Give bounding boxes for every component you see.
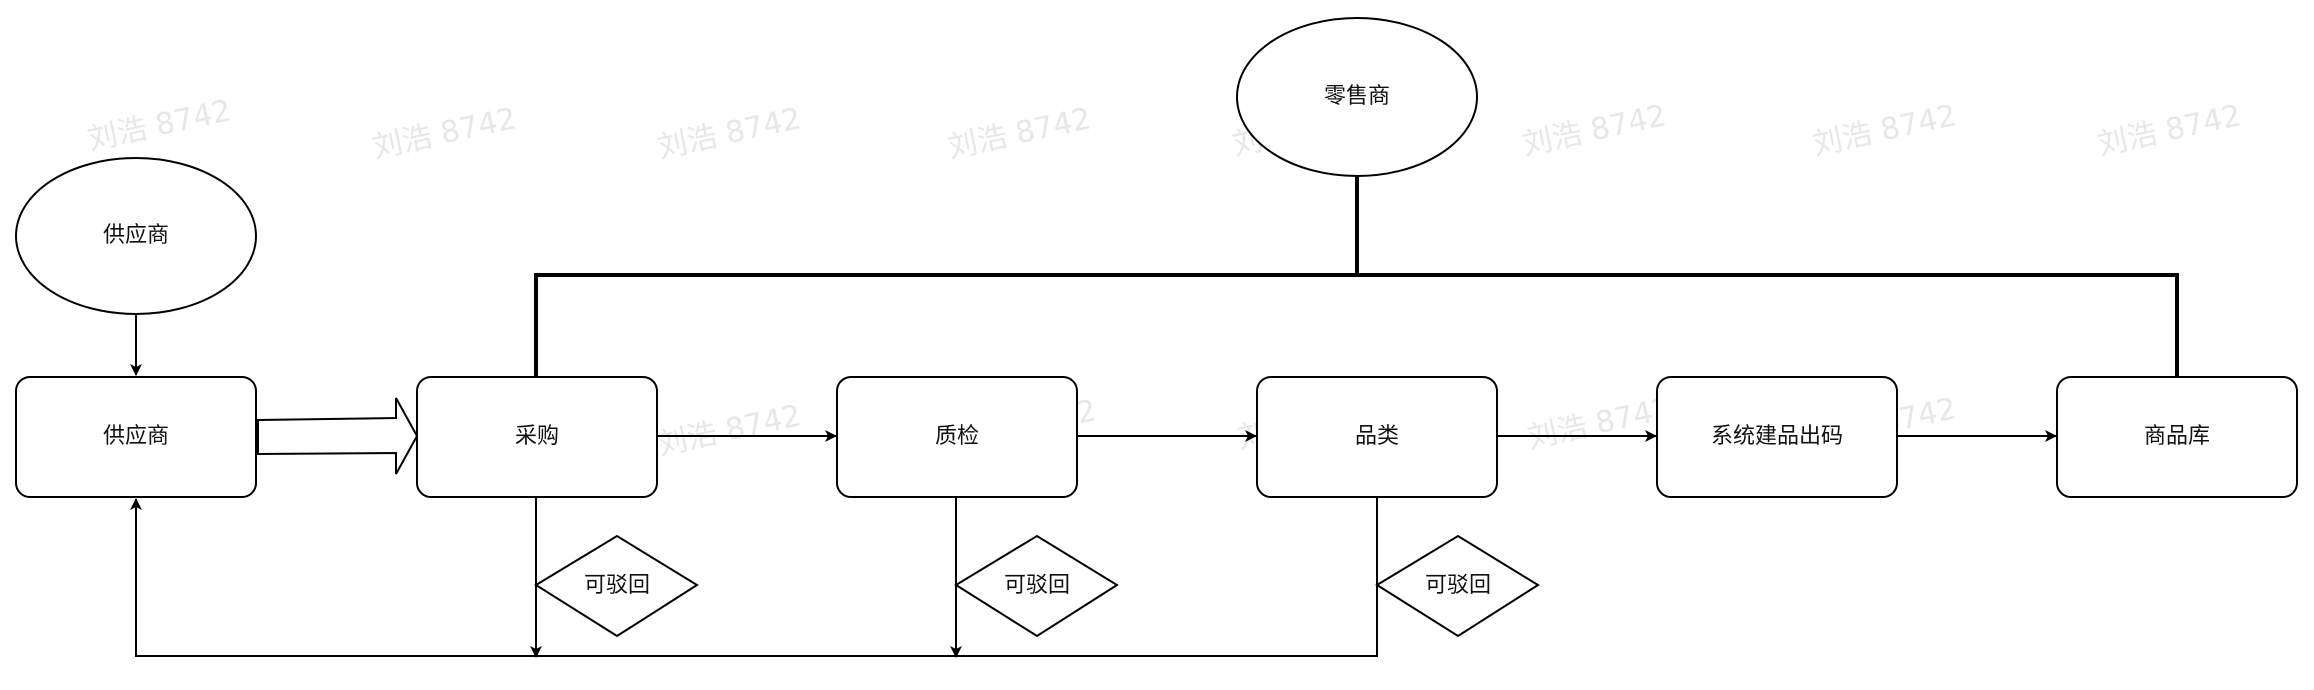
edge-category-reject-return [130, 497, 1378, 657]
node-retailer-ellipse[interactable]: 零售商 [1236, 17, 1478, 177]
edges [130, 176, 2179, 658]
node-warehouse[interactable]: 商品库 [2056, 376, 2298, 498]
watermark: 刘浩 8742 [944, 101, 1094, 166]
decision-reject-quality-check[interactable]: 可驳回 [954, 534, 1119, 638]
node-purchase[interactable]: 采购 [416, 376, 658, 498]
watermark: 刘浩 8742 [2094, 98, 2244, 163]
node-supplier-ellipse[interactable]: 供应商 [15, 157, 257, 315]
purchase-label: 采购 [515, 424, 559, 449]
category-label: 品类 [1355, 424, 1399, 449]
watermark: 刘浩 8742 [654, 398, 804, 463]
node-quality-check[interactable]: 质检 [836, 376, 1078, 498]
watermark-layer: 刘浩 8742 刘浩 8742 刘浩 8742 刘浩 8742 刘浩 8742 … [84, 93, 2244, 463]
node-system-code[interactable]: 系统建品出码 [1656, 376, 1898, 498]
retailer-bus [534, 176, 2179, 376]
watermark: 刘浩 8742 [84, 93, 234, 158]
warehouse-label: 商品库 [2144, 424, 2210, 449]
system-code-label: 系统建品出码 [1711, 424, 1843, 449]
hollow-arrow-supplier-to-purchase [257, 397, 419, 475]
decision-reject-category[interactable]: 可驳回 [1375, 534, 1540, 638]
reject-label: 可驳回 [584, 573, 650, 598]
quality-check-label: 质检 [935, 424, 979, 449]
reject-label: 可驳回 [1004, 573, 1070, 598]
watermark: 刘浩 8742 [369, 101, 519, 166]
node-category[interactable]: 品类 [1256, 376, 1498, 498]
decision-reject-purchase[interactable]: 可驳回 [534, 534, 699, 638]
node-supplier-box[interactable]: 供应商 [15, 376, 257, 498]
watermark: 刘浩 8742 [1524, 391, 1674, 456]
watermark: 刘浩 8742 [1519, 98, 1669, 163]
watermark: 刘浩 8742 [1809, 98, 1959, 163]
supplier-ellipse-label: 供应商 [103, 223, 169, 248]
supplier-box-label: 供应商 [103, 424, 169, 449]
retailer-ellipse-label: 零售商 [1324, 84, 1390, 109]
reject-label: 可驳回 [1425, 573, 1491, 598]
watermark: 刘浩 8742 [654, 101, 804, 166]
